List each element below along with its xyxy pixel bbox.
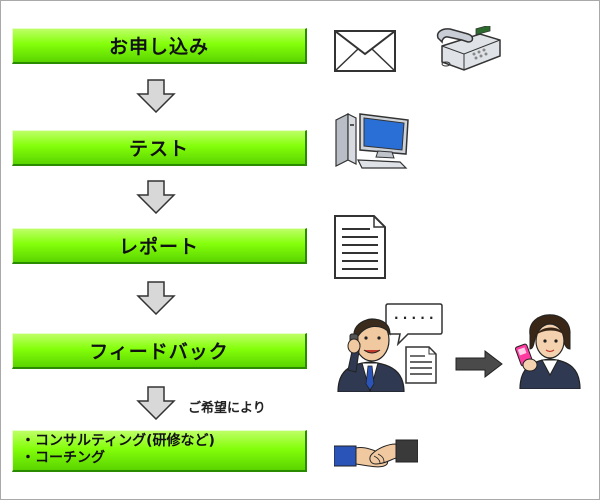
- report-page-icon: [405, 346, 437, 384]
- down-arrow-icon: [136, 180, 176, 214]
- coaching-line: ・コーチング: [21, 450, 105, 466]
- handshake-icon: [334, 439, 418, 468]
- businesswoman-mobile-icon: [515, 314, 581, 389]
- optional-note: ご希望により: [188, 401, 266, 416]
- speech-bubble: . . . . .: [384, 302, 444, 346]
- step-label: フィードバック: [89, 341, 229, 363]
- step-feedback: フィードバック: [12, 333, 307, 369]
- document-icon: [334, 215, 386, 279]
- businessman-phone-icon: [337, 318, 405, 392]
- step-test: テスト: [12, 130, 307, 166]
- step-label: レポート: [118, 236, 199, 258]
- down-arrow-icon: [136, 386, 176, 420]
- step-report: レポート: [12, 228, 307, 264]
- down-arrow-icon: [136, 281, 176, 315]
- computer-icon: [335, 113, 409, 169]
- envelope-icon: [334, 30, 396, 72]
- down-arrow-icon: [136, 79, 176, 113]
- step-label: テスト: [128, 138, 189, 160]
- step-label: お申し込み: [108, 36, 209, 58]
- consulting-line: ・コンサルティング(研修など): [21, 433, 215, 449]
- step-consulting-coaching: ・コンサルティング(研修など) ・コーチング: [12, 430, 307, 472]
- speech-dots: . . . . .: [394, 308, 434, 322]
- step-application: お申し込み: [12, 28, 307, 64]
- right-arrow-icon: [455, 350, 503, 378]
- telephone-icon: [436, 26, 501, 71]
